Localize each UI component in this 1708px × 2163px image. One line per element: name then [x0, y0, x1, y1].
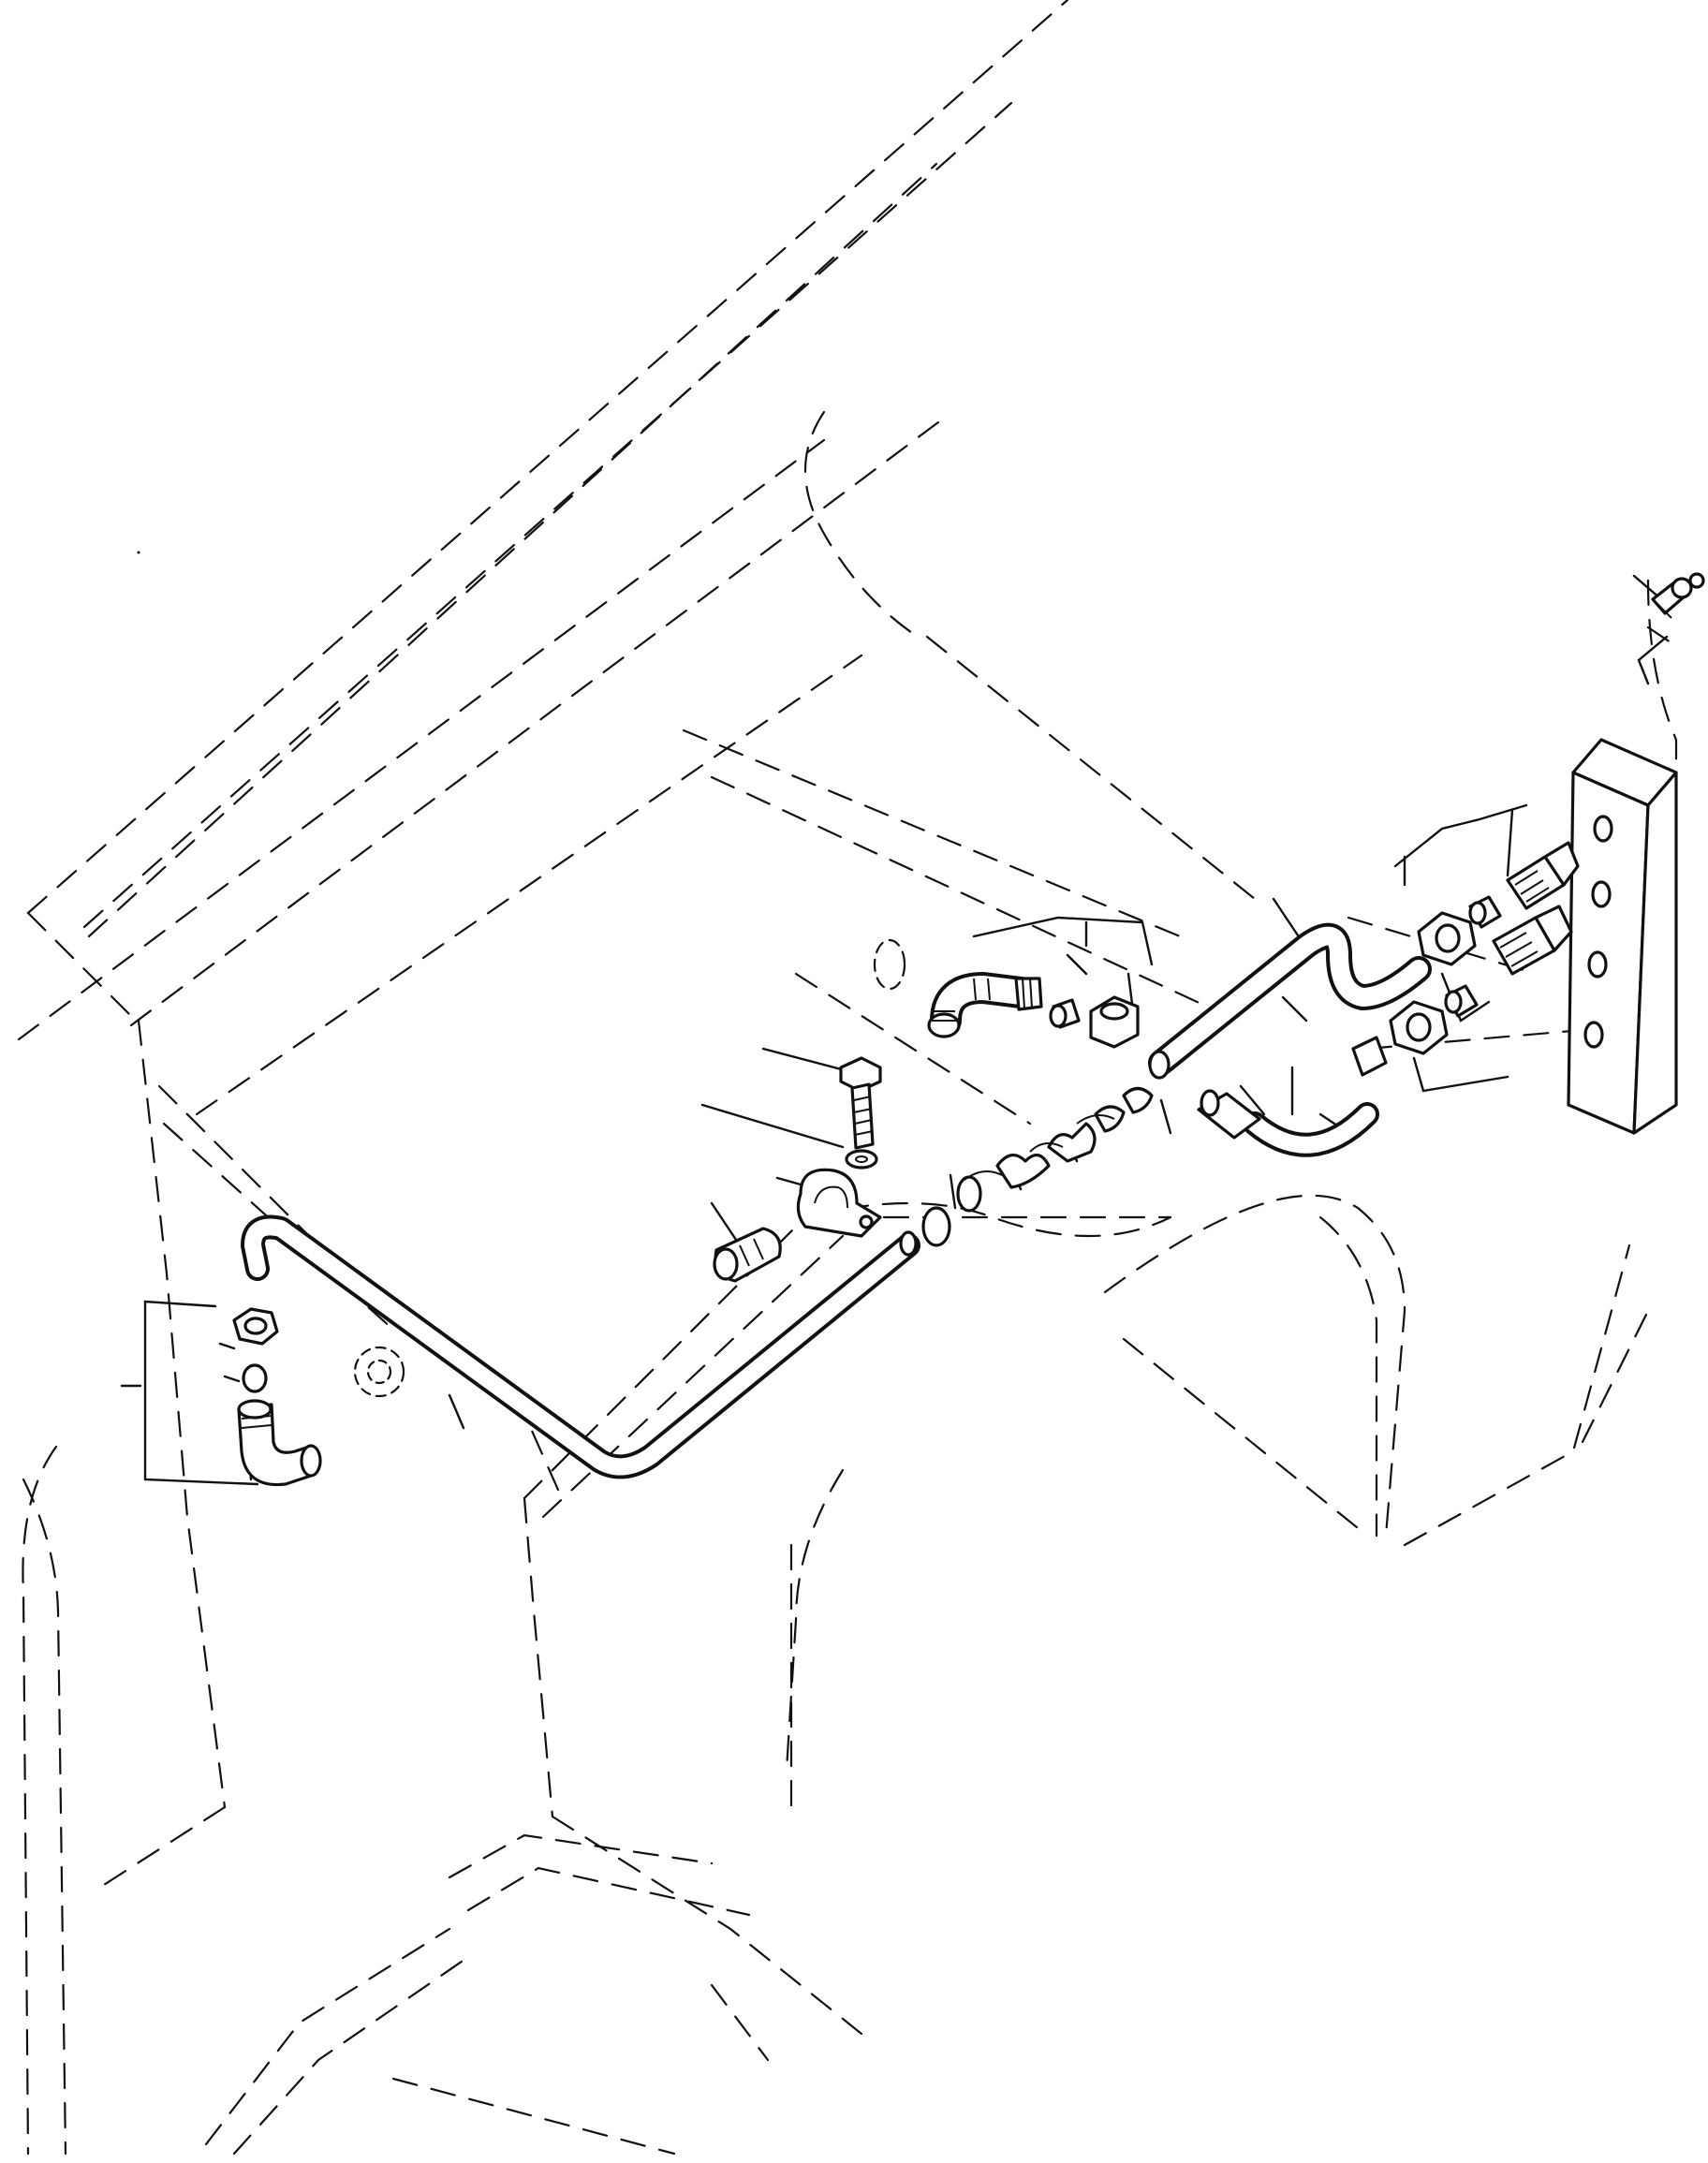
cap-screw — [839, 1056, 882, 1150]
lower-adapter — [1492, 905, 1573, 976]
lower-sleeve — [1351, 984, 1479, 1077]
long-brake-tube — [241, 1214, 920, 1479]
upper-bent-tube — [1148, 922, 1432, 1080]
upper-adapter — [1506, 841, 1580, 910]
upper-tube-nut — [1417, 911, 1477, 966]
elbow-sleeve — [1049, 998, 1081, 1029]
stray-dot — [137, 551, 140, 554]
lock-washer — [845, 1149, 878, 1170]
elbow-fitting — [927, 972, 1043, 1038]
lower-hose — [1197, 1089, 1379, 1157]
end-nut — [232, 1307, 279, 1346]
spring-guard — [921, 1086, 1154, 1247]
elbow-nut — [1089, 995, 1140, 1049]
end-elbow — [237, 1399, 322, 1487]
lower-tube-nut — [1389, 1000, 1449, 1055]
end-sleeve — [242, 1363, 268, 1393]
p-clamp — [796, 1168, 882, 1238]
bleeder-screw — [1651, 572, 1705, 619]
junction-block — [1567, 738, 1678, 1135]
grommet — [713, 1227, 782, 1283]
upper-sleeve — [1468, 895, 1502, 929]
callout-leader-lines — [120, 574, 1669, 1486]
